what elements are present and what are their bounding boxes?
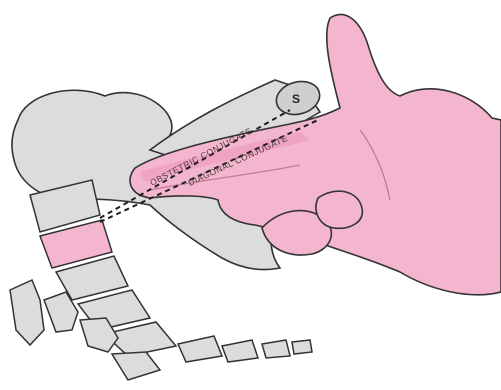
sacral-promontory-label: S (292, 92, 300, 106)
vertebra-7 (222, 340, 258, 362)
folded-finger-2 (316, 191, 362, 228)
vertebra-6 (178, 336, 222, 362)
examining-hand (130, 14, 501, 294)
fragment-1 (10, 280, 44, 345)
vertebra-9 (292, 340, 312, 354)
vertebra-8 (262, 340, 290, 358)
fragment-4 (112, 352, 160, 380)
